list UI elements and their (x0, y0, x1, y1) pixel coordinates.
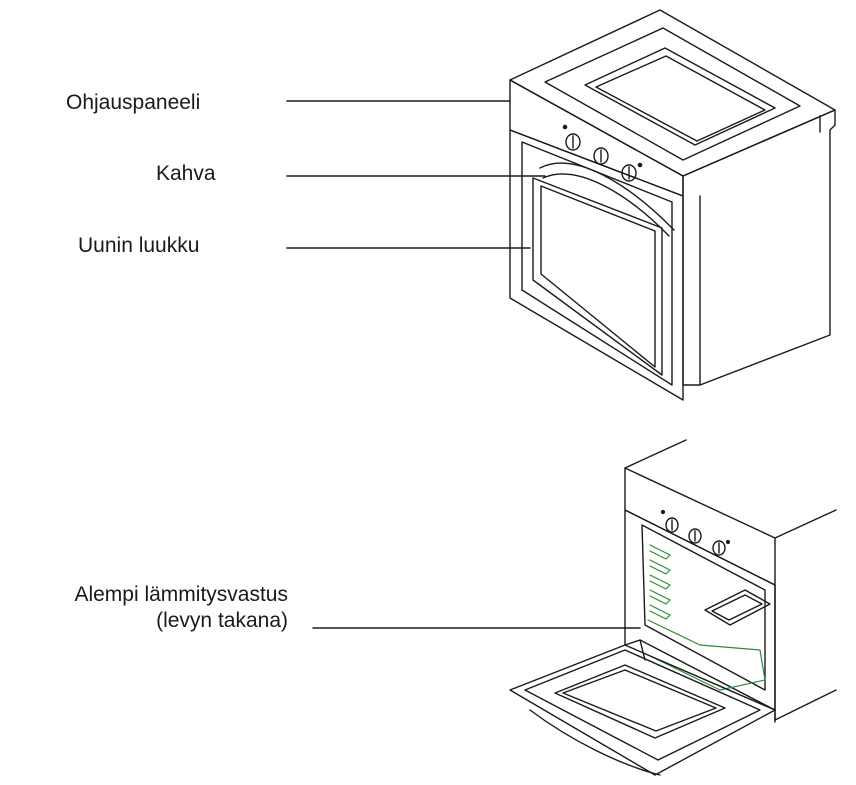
label-control-panel: Ohjauspaneeli (66, 91, 201, 114)
lower-heating-element (647, 619, 766, 691)
open-oven-cavity (641, 524, 766, 691)
oven-knobs (562, 124, 643, 182)
oven-top-frame-inner2 (595, 55, 766, 142)
oven-top-frame-outer (544, 27, 801, 161)
oven-closed (509, 9, 836, 401)
label-lower-heater-line1: Alempi lämmitysvastus (74, 583, 288, 606)
oven-door-window (532, 177, 663, 376)
oven-side-panel (682, 109, 836, 386)
leader-lines (286, 100, 641, 629)
open-oven-door (509, 644, 776, 776)
open-oven-door-window (554, 664, 726, 739)
label-handle: Kahva (156, 162, 216, 185)
baking-tray (704, 589, 771, 626)
open-oven-knobs (660, 509, 731, 556)
oven-open (509, 439, 837, 776)
oven-top-frame-inner (584, 47, 776, 146)
open-oven-control-panel (624, 467, 776, 586)
open-oven-handle (529, 709, 661, 776)
open-oven-frame (624, 509, 776, 711)
oven-door-inner (521, 141, 673, 386)
label-lower-heater-line2: (levyn takana) (156, 609, 288, 632)
oven-top-surface (509, 9, 836, 177)
label-oven-door: Uunin luukku (78, 234, 200, 257)
oven-door-front (509, 129, 684, 401)
open-oven-rails (647, 544, 766, 691)
label-lower-heater: Alempi lämmitysvastus (levyn takana) (0, 582, 288, 634)
oven-handle (539, 162, 675, 231)
